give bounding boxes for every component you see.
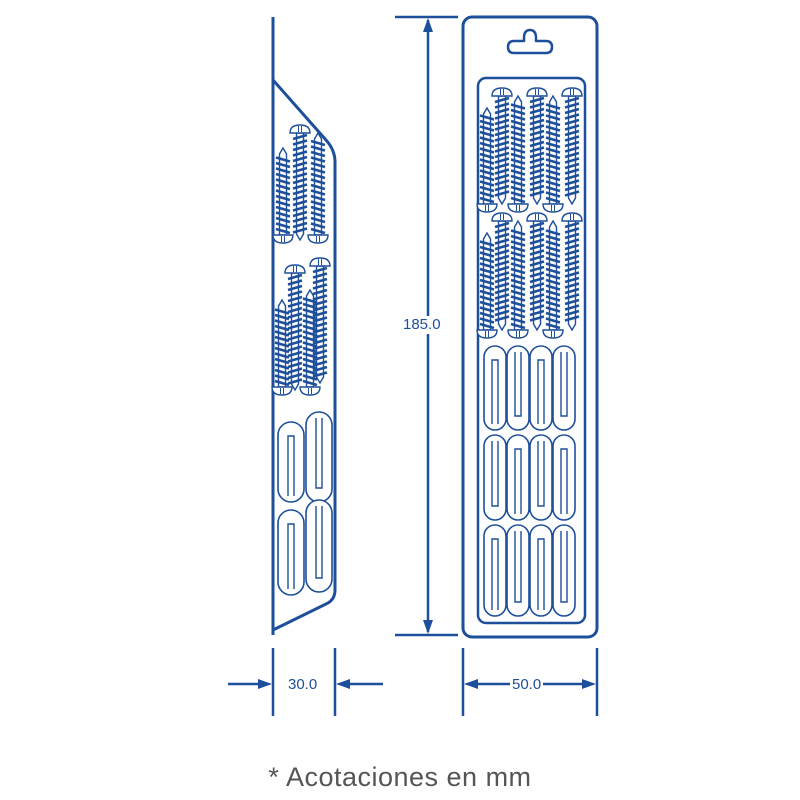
wall-plug [506, 434, 530, 521]
wall-plug [277, 509, 305, 596]
screw [542, 219, 564, 339]
screw [507, 219, 529, 339]
screw [476, 106, 498, 213]
wall-plug [529, 345, 553, 431]
wall-plug [529, 434, 553, 521]
height-dimension-label: 185.0 [401, 316, 443, 334]
wall-plug [483, 434, 507, 521]
wall-plug [506, 345, 530, 431]
arrowhead-width-left [464, 679, 478, 689]
screw [271, 298, 293, 396]
screw [289, 124, 311, 242]
width-dimension-label: 50.0 [510, 676, 544, 694]
wall-plug [552, 434, 576, 521]
screw [307, 131, 329, 244]
footnote: * Acotaciones en mm [268, 762, 532, 792]
arrowhead-height-top [423, 18, 433, 32]
screw [491, 212, 513, 332]
screw [299, 288, 321, 396]
wall-plug [552, 345, 576, 431]
wall-plug [552, 524, 576, 617]
screw [309, 257, 331, 385]
screw [561, 87, 583, 206]
screw [526, 212, 548, 332]
wall-plug [305, 411, 333, 503]
screw [507, 94, 529, 213]
wall-plug [277, 421, 305, 503]
screw [526, 87, 548, 206]
arrowhead-height-bottom [423, 620, 433, 634]
arrowhead-depth-left [258, 679, 272, 689]
screw [491, 87, 513, 206]
wall-plug [305, 499, 333, 593]
side-view-blister-profile [271, 79, 337, 632]
wall-plug [483, 524, 507, 617]
wall-plug [483, 345, 507, 431]
screw [476, 231, 498, 339]
front-view-blister [476, 76, 587, 625]
screw [561, 212, 583, 332]
arrowhead-width-right [582, 679, 596, 689]
screw [542, 94, 564, 213]
depth-dimension-label: 30.0 [286, 676, 320, 694]
arrowhead-depth-right [336, 679, 350, 689]
front-view-card [461, 15, 599, 639]
wall-plug [529, 524, 553, 617]
hang-hole [506, 28, 554, 55]
screw [272, 146, 294, 244]
screw [284, 264, 306, 392]
wall-plug [506, 524, 530, 617]
